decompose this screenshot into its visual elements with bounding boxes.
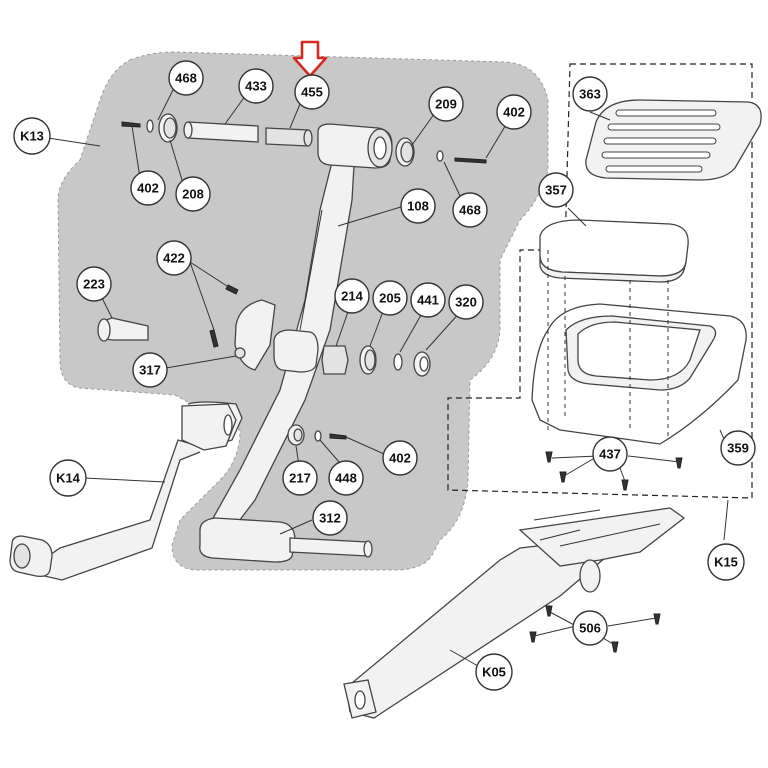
screw-402-left xyxy=(121,121,141,128)
arm-pivot-hub xyxy=(273,329,319,373)
group-label-k13: K13 xyxy=(13,117,51,155)
callout-108: 108 xyxy=(400,188,436,224)
screw-437-c xyxy=(621,479,629,491)
screw-437-a xyxy=(545,451,553,463)
screw-402-middle xyxy=(329,433,347,440)
callout-label: 217 xyxy=(289,471,311,486)
callout-357: 357 xyxy=(538,172,574,208)
callout-448: 448 xyxy=(328,460,364,496)
highlight-arrow xyxy=(292,40,328,78)
callout-402-middle: 402 xyxy=(382,440,418,476)
bottom-hub xyxy=(199,517,296,563)
callout-label: 455 xyxy=(301,85,323,100)
callout-217: 217 xyxy=(282,460,318,496)
callout-209: 209 xyxy=(428,86,464,122)
washer-468-left xyxy=(146,119,154,133)
ring-441 xyxy=(393,353,403,371)
callout-label: 312 xyxy=(319,511,341,526)
group-label-text: K15 xyxy=(714,555,738,570)
callout-205: 205 xyxy=(372,280,408,316)
callout-label: 357 xyxy=(545,183,567,198)
screw-437-b xyxy=(559,471,567,483)
callout-label: 359 xyxy=(727,441,749,456)
callout-402-left: 402 xyxy=(130,170,166,206)
washer-448 xyxy=(314,430,322,442)
callout-label: 209 xyxy=(435,97,457,112)
screw-506-a xyxy=(545,605,553,617)
callout-320: 320 xyxy=(448,284,484,320)
group-label-k05: K05 xyxy=(475,653,513,691)
callout-422: 422 xyxy=(156,240,192,276)
callout-label: 441 xyxy=(417,293,439,308)
callout-468-right: 468 xyxy=(452,192,488,228)
callout-label: 402 xyxy=(389,451,411,466)
callout-359: 359 xyxy=(720,430,756,466)
group-label-text: K14 xyxy=(56,471,81,486)
bushing-455 xyxy=(265,127,309,147)
washer-468-right xyxy=(436,150,444,162)
callout-437: 437 xyxy=(592,436,628,472)
callout-312: 312 xyxy=(312,500,348,536)
callout-label: 317 xyxy=(139,363,161,378)
callout-label: 320 xyxy=(455,295,477,310)
screw-402-right xyxy=(454,157,487,164)
callout-label: 433 xyxy=(245,79,267,94)
group-label-text: K13 xyxy=(20,129,44,144)
callout-label: 108 xyxy=(407,199,429,214)
group-label-text: K05 xyxy=(482,665,506,680)
group-label-k15: K15 xyxy=(707,543,745,581)
callout-label: 208 xyxy=(182,187,204,202)
bolt-422-lower xyxy=(209,329,219,348)
cap-214 xyxy=(321,345,349,375)
screw-437-d xyxy=(675,457,683,469)
callout-label: 437 xyxy=(599,447,621,462)
callout-label: 214 xyxy=(341,289,363,304)
callout-label: 506 xyxy=(579,621,601,636)
callout-441: 441 xyxy=(410,282,446,318)
group-label-k14: K14 xyxy=(49,459,87,497)
callout-433: 433 xyxy=(238,68,274,104)
callout-label: 205 xyxy=(379,291,401,306)
callout-label: 448 xyxy=(335,471,357,486)
cushion-357 xyxy=(539,219,689,277)
leader-lines xyxy=(47,79,729,667)
rod-433 xyxy=(187,121,259,143)
screw-506-b xyxy=(529,631,537,643)
callout-223: 223 xyxy=(76,266,112,302)
pedal-arm-k14 xyxy=(39,401,243,581)
callout-label: 468 xyxy=(459,203,481,218)
callout-317: 317 xyxy=(132,352,168,388)
callout-label: 402 xyxy=(503,105,525,120)
screw-506-c xyxy=(653,613,661,625)
callout-label: 422 xyxy=(163,251,185,266)
callout-468-top: 468 xyxy=(168,60,204,96)
callout-label: 223 xyxy=(83,277,105,292)
callout-402-top-right: 402 xyxy=(496,94,532,130)
callout-label: 363 xyxy=(579,87,601,102)
callout-label: 468 xyxy=(175,71,197,86)
callout-363: 363 xyxy=(572,76,608,112)
callout-455: 455 xyxy=(294,74,330,110)
callout-label: 402 xyxy=(137,181,159,196)
callout-214: 214 xyxy=(334,278,370,314)
callout-506: 506 xyxy=(572,610,608,646)
callout-208: 208 xyxy=(175,176,211,212)
grille-slots xyxy=(601,109,721,173)
